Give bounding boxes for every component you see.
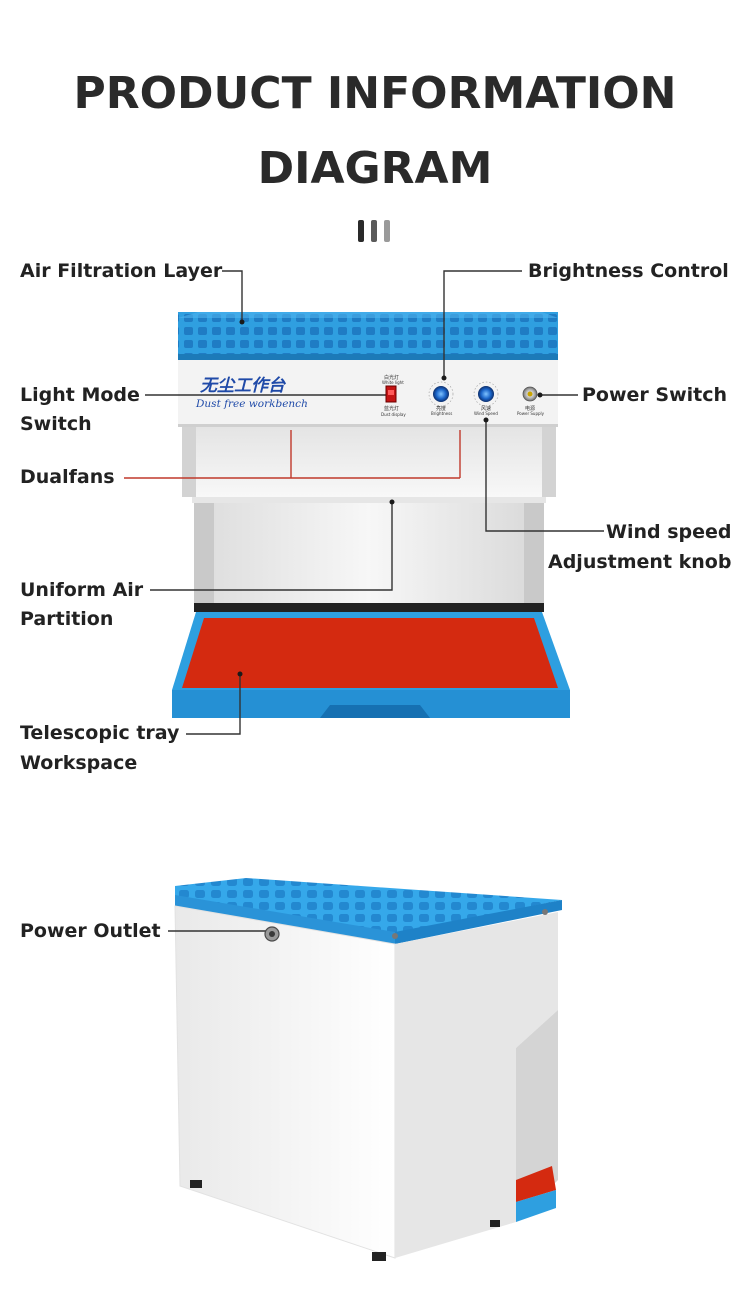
- label-dualfans: Dualfans: [20, 466, 115, 488]
- label-uniform-air-2: Partition: [20, 608, 114, 630]
- label-telescopic-2: Workspace: [20, 752, 138, 774]
- light-mode-switch-icon: [385, 385, 397, 403]
- leader-dots: [237, 319, 543, 677]
- switch-bottom-en: Dust display: [381, 412, 406, 417]
- page-title: PRODUCT INFORMATION: [73, 68, 677, 119]
- decorative-bars: [358, 220, 394, 242]
- label-wind-speed-1: Wind speed: [606, 521, 732, 543]
- label-brightness-control: Brightness Control: [528, 260, 729, 282]
- brand-en: Dust free workbench: [195, 398, 308, 410]
- leader-telescopic: [186, 674, 241, 735]
- label-wind-speed-2: Adjustment knob: [548, 551, 732, 573]
- brightness-knob-icon: [428, 381, 454, 407]
- power-en: Power Supply: [517, 411, 545, 416]
- switch-top-cn: 白光灯: [384, 374, 399, 381]
- label-telescopic-1: Telescopic tray: [20, 722, 180, 744]
- switch-bottom-cn: 蓝光灯: [384, 405, 399, 412]
- power-cn: 电源: [525, 405, 535, 412]
- control-panel: [178, 360, 558, 427]
- side-view-unit: [174, 878, 562, 1261]
- brand-cn: 无尘工作台: [199, 376, 286, 396]
- knob2-en: Wind Speed: [474, 411, 498, 416]
- wind-speed-knob-icon: [473, 381, 499, 407]
- filter-layer: [178, 312, 558, 360]
- leader-brightness: [443, 270, 522, 378]
- leader-wind-speed: [485, 420, 604, 532]
- partition: [192, 497, 546, 612]
- bar-1: [358, 220, 364, 242]
- power-switch-icon: [522, 386, 538, 402]
- label-power-outlet: Power Outlet: [20, 920, 161, 942]
- page-title-line2: DIAGRAM: [257, 143, 493, 194]
- knob1-cn: 亮度: [436, 405, 446, 412]
- leader-lines: [124, 270, 604, 932]
- switch-top-en: White light: [382, 380, 404, 385]
- fan-compartment: [182, 427, 556, 497]
- leader-uniform-air: [150, 502, 393, 591]
- knob2-cn: 风速: [481, 406, 491, 412]
- power-outlet-icon: [264, 926, 280, 942]
- label-power-switch: Power Switch: [582, 384, 728, 406]
- knob1-en: Brightness: [431, 411, 452, 416]
- leader-air-filtration: [222, 270, 243, 322]
- label-uniform-air-1: Uniform Air: [20, 579, 144, 601]
- tray: [172, 612, 570, 718]
- bar-3: [384, 220, 390, 242]
- label-air-filtration: Air Filtration Layer: [20, 260, 223, 282]
- label-light-mode-2: Switch: [20, 413, 92, 435]
- bar-2: [371, 220, 377, 242]
- label-light-mode-1: Light Mode: [20, 384, 140, 406]
